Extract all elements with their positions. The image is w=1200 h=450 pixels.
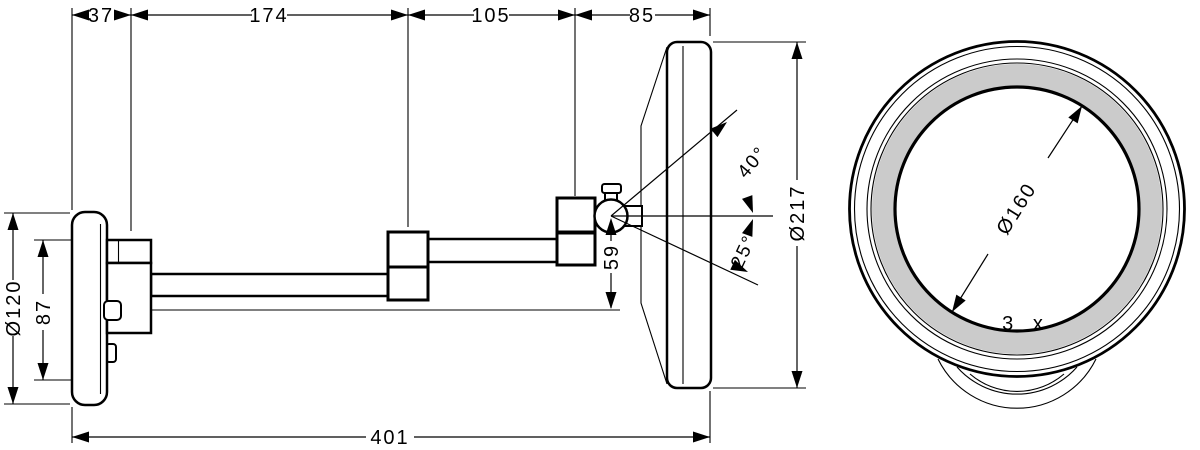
plate-arc-inner [969, 373, 1065, 392]
upper-arm [426, 237, 560, 264]
mirror-disc-side [665, 40, 713, 390]
dim-pivot-offset: 59 [601, 218, 623, 309]
elbow-lower-block [386, 265, 430, 302]
mirror-glass [893, 85, 1141, 333]
dim-arrow [710, 117, 731, 138]
dim-label-174: 174 [249, 5, 288, 27]
led-ring [872, 64, 1162, 354]
dim-arrow [693, 431, 710, 443]
bracket-upper-block [105, 238, 153, 265]
pivot-block-upper [555, 196, 597, 234]
dim-label-401: 401 [370, 427, 409, 449]
dim-arrow [575, 9, 592, 21]
mirror-outer-rim-line [853, 45, 1181, 373]
dim-arrow [408, 9, 425, 21]
wall-plate-side [70, 210, 109, 407]
tilt-down-line [610, 215, 759, 286]
dim-label-59: 59 [601, 244, 623, 270]
magnification-label: 3 x [1002, 313, 1050, 335]
dim-head-diameter: Ø217 [787, 42, 809, 388]
dim-total-length: 401 [72, 427, 710, 449]
dim-label-25deg: 25° [727, 231, 761, 271]
wall-plate-behind [937, 358, 1097, 409]
dim-label-120: Ø120 [3, 280, 25, 337]
bracket-body [105, 261, 153, 335]
knob-cap [601, 183, 622, 194]
dim-arrow [131, 9, 148, 21]
plate-arc-outer [937, 358, 1097, 409]
lower-arm [149, 272, 392, 298]
dim-plate-diameter: Ø120 [3, 213, 25, 404]
dim-chain-top: 37 174 105 85 [72, 5, 710, 27]
plate-arc-mid [956, 366, 1078, 395]
dim-arrow [605, 292, 617, 309]
front-view: Ø160 3 x [848, 40, 1186, 409]
mirror-bezel-line [866, 58, 1168, 360]
dim-label-40deg: 40° [734, 142, 772, 182]
dim-arrow [693, 9, 710, 21]
dim-arrow [72, 9, 89, 21]
dim-label-85: 85 [629, 5, 655, 27]
dim-arrow [72, 431, 89, 443]
bracket-notch [103, 300, 122, 321]
dim-arrow [7, 213, 19, 230]
side-view: 37 174 105 85 401 Ø120 87 [3, 5, 809, 449]
dim-label-105: 105 [471, 5, 510, 27]
wall-mount-assembly [70, 210, 560, 407]
dim-arrow [391, 9, 408, 21]
dim-arrow [114, 9, 131, 21]
dim-arrow [37, 363, 49, 380]
dim-label-87: 87 [33, 299, 55, 325]
dim-arrow [558, 9, 575, 21]
elbow-upper-block [386, 230, 430, 269]
dim-label-37: 37 [88, 5, 114, 27]
dim-arrow [791, 42, 803, 59]
led-ring-outer-edge [870, 62, 1164, 356]
pivot-block-lower [555, 231, 597, 267]
dim-arrow [37, 240, 49, 257]
extension-lines [4, 8, 806, 443]
dim-arrow [742, 195, 759, 215]
dim-arrow [791, 371, 803, 388]
dim-label-217: Ø217 [787, 185, 809, 242]
mirror-head-side [555, 40, 713, 390]
dim-arrow [7, 387, 19, 404]
dim-plate-inner: 87 [33, 240, 55, 380]
